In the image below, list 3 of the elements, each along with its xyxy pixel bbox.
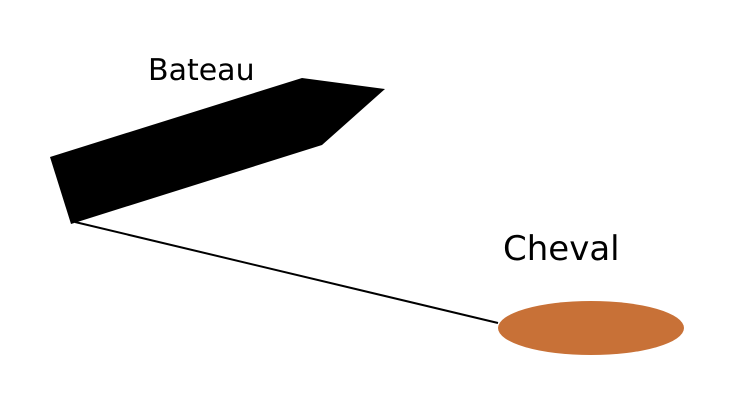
- node-label: Bateau: [148, 56, 255, 86]
- node-label: Cheval: [503, 232, 620, 266]
- connector-line: [74, 221, 498, 324]
